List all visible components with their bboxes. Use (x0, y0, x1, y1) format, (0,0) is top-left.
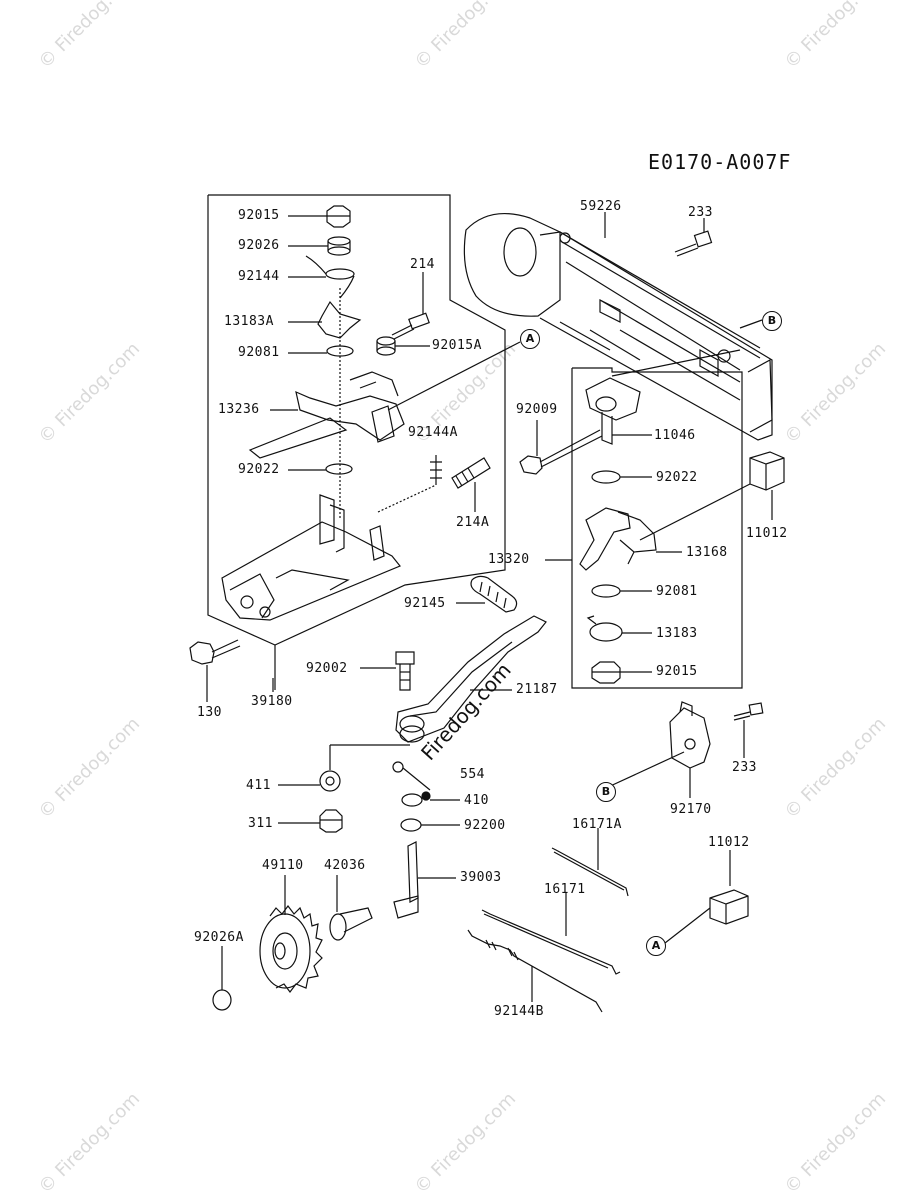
part-label: 311 (248, 816, 273, 831)
washer-411 (319, 770, 341, 792)
part-label: 233 (732, 760, 757, 775)
bracket-11046 (585, 349, 741, 445)
nut-311 (319, 809, 343, 833)
spring-92144A (377, 455, 442, 513)
part-label: 11012 (708, 835, 750, 850)
part-label: 214 (410, 257, 435, 272)
part-label: 16171A (572, 817, 622, 832)
plate-13183-right (586, 615, 623, 642)
bracket-92170 (669, 701, 711, 769)
part-label: 411 (246, 778, 271, 793)
shaft-39003 (393, 841, 419, 919)
part-label: 92144A (408, 425, 458, 440)
part-label: 410 (464, 793, 489, 808)
lever-13236 (248, 371, 405, 459)
washer-410 (401, 791, 431, 807)
pin-42036 (329, 907, 373, 941)
collar-92026 (327, 236, 351, 256)
part-label: 39003 (460, 870, 502, 885)
part-label: 92026A (194, 930, 244, 945)
part-label: 92145 (404, 596, 446, 611)
part-label: 233 (688, 205, 713, 220)
part-label: 13320 (488, 552, 530, 567)
nut-92015 (326, 205, 351, 228)
part-label: 11046 (654, 428, 696, 443)
part-label: 92081 (238, 345, 280, 360)
part-label: 92170 (670, 802, 712, 817)
part-label: 92002 (306, 661, 348, 676)
part-label: 92015A (432, 338, 482, 353)
part-label: 21187 (516, 682, 558, 697)
plate-13183A (317, 300, 362, 339)
rod-16171 (481, 909, 621, 975)
part-label: 554 (460, 767, 485, 782)
part-label: 13183 (656, 626, 698, 641)
callout-a: A (520, 329, 540, 349)
gear-49110 (259, 905, 323, 993)
part-label: 130 (197, 705, 222, 720)
part-label: 92026 (238, 238, 280, 253)
bolt-233-lower (733, 702, 764, 721)
part-label: 13236 (218, 402, 260, 417)
rod-16171A (551, 847, 629, 897)
callout-b: B (762, 311, 782, 331)
washer-92081 (326, 345, 354, 357)
sleeve-11012-right (749, 451, 785, 491)
washer-92022-right (591, 470, 621, 484)
spring-92144 (305, 255, 355, 299)
right-group-bracket (571, 367, 743, 689)
left-group-bracket (207, 194, 506, 646)
bolt-233-top (674, 230, 713, 257)
bolt-92002 (395, 651, 415, 691)
part-label: 92015 (656, 664, 698, 679)
part-label: 92144 (238, 269, 280, 284)
washer-92026A (212, 989, 232, 1011)
part-label: 11012 (746, 526, 788, 541)
part-label: 92081 (656, 584, 698, 599)
sleeve-11012-lower (709, 889, 749, 925)
part-label: 214A (456, 515, 490, 530)
part-label: 42036 (324, 858, 366, 873)
part-label: 16171 (544, 882, 586, 897)
lever-13168 (579, 507, 657, 571)
part-label: 92009 (516, 402, 558, 417)
part-label: 92015 (238, 208, 280, 223)
callout-b: B (596, 782, 616, 802)
part-label: 13168 (686, 545, 728, 560)
washer-92022 (325, 463, 353, 475)
screw-92009 (519, 429, 603, 475)
part-label: 13183A (224, 314, 274, 329)
bolt-214A (451, 457, 491, 489)
collar-92015A (376, 336, 396, 356)
callout-a: A (646, 936, 666, 956)
bolt-130 (189, 639, 241, 665)
nut-92015-right (591, 661, 621, 684)
washer-92081-right (591, 584, 621, 598)
arm-21187 (395, 615, 547, 743)
part-label: 59226 (580, 199, 622, 214)
part-label: 92144B (494, 1004, 544, 1019)
diagram-code: E0170-A007F (648, 150, 792, 174)
bracket-39180 (221, 494, 401, 621)
part-label: 92200 (464, 818, 506, 833)
part-label: 49110 (262, 858, 304, 873)
clip-554 (392, 761, 431, 791)
spring-92145 (470, 575, 518, 613)
bolt-214 (391, 312, 430, 340)
part-label: 92022 (656, 470, 698, 485)
part-label: 92022 (238, 462, 280, 477)
cover-59226 (463, 212, 773, 441)
washer-92200 (400, 818, 422, 832)
spring-92144B (467, 929, 603, 1013)
part-label: 39180 (251, 694, 293, 709)
